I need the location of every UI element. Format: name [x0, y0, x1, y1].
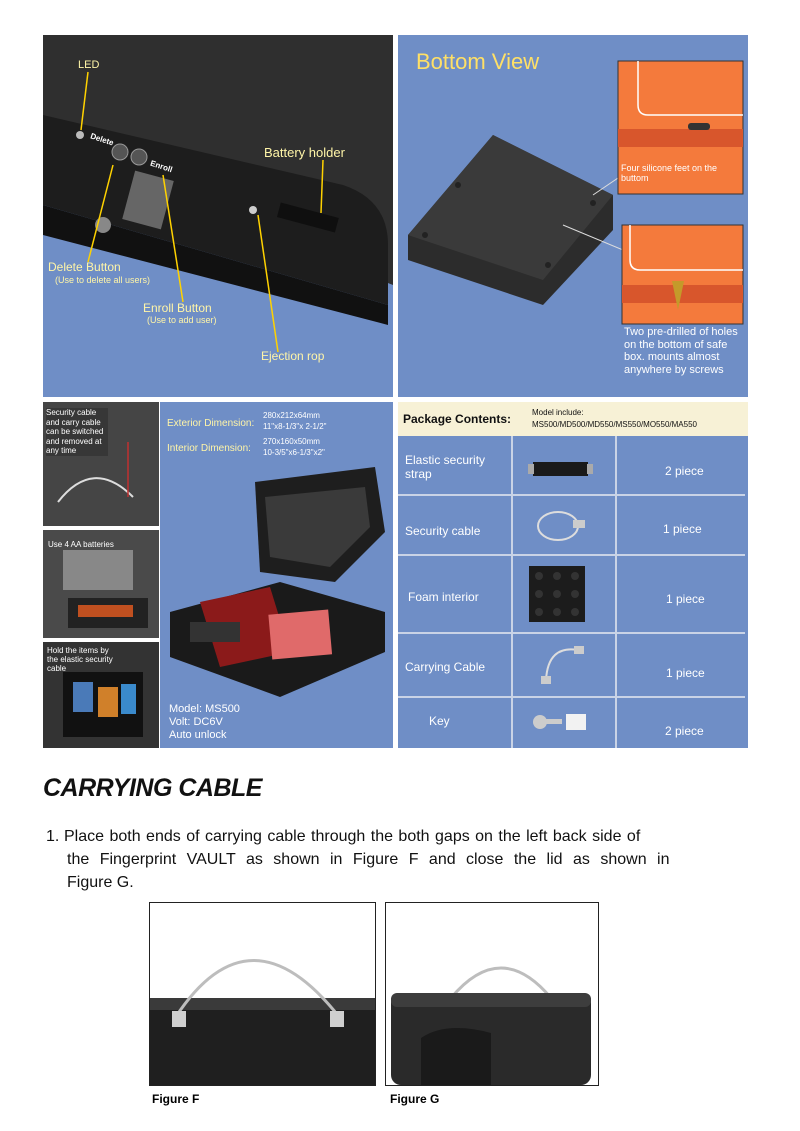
- package-row: Security cable 1 piece: [398, 494, 745, 556]
- package-col-divider-2: [615, 436, 617, 748]
- interior-dimension-label: Interior Dimension:: [167, 443, 251, 454]
- exterior-dimension-value-2: 11"x8-1/3"x 2-1/2": [263, 422, 327, 431]
- figure-g-illustration: [391, 966, 591, 1085]
- item-name: Elastic security strap: [405, 453, 486, 481]
- package-header: Package Contents: Model include: MS500/M…: [398, 402, 748, 436]
- led-label: LED: [78, 59, 100, 71]
- battery-note: Use 4 AA batteries: [48, 540, 114, 549]
- bottom-view-title: Bottom View: [416, 49, 540, 74]
- volt-text: Volt: DC6V: [169, 716, 223, 728]
- delete-button-note: (Use to delete all users): [55, 275, 151, 285]
- enroll-button-label: Enroll Button: [143, 301, 212, 315]
- package-title: Package Contents:: [403, 412, 512, 426]
- strap-icon: [528, 462, 593, 476]
- step-number: 1.: [46, 828, 60, 845]
- step-line-1: Place both ends of carrying cable throug…: [64, 828, 641, 845]
- model-text: Model: MS500: [169, 703, 240, 715]
- item-name: Security cable: [405, 524, 481, 538]
- model-include-label: Model include:: [532, 408, 584, 417]
- bottom-view-panel: Bottom View Four silicone feet on the bu…: [398, 35, 748, 397]
- item-qty: 2 piece: [665, 724, 704, 738]
- enroll-button-note: (Use to add user): [147, 315, 217, 325]
- figure-g-caption: Figure G: [390, 1092, 440, 1106]
- figure-f: [149, 902, 376, 1086]
- figure-g: [385, 902, 599, 1086]
- exterior-dimension-value-1: 280x212x64mm: [263, 411, 320, 420]
- interior-dimension-value-2: 10-3/5"x6-1/3"x2": [263, 448, 325, 457]
- step-line-3: Figure G.: [67, 874, 134, 891]
- step-line-2: the Fingerprint VAULT as shown in Figure…: [67, 851, 670, 868]
- interior-dimension-value-1: 270x160x50mm: [263, 437, 320, 446]
- strap-note: Hold the items by the elastic security c…: [47, 646, 113, 673]
- package-row: Carrying Cable 1 piece: [398, 632, 745, 698]
- cable-icon: [537, 511, 585, 541]
- cable-note: Security cable and carry cable can be sw…: [46, 408, 108, 456]
- figure-f-caption: Figure F: [152, 1092, 200, 1106]
- holes-note: Two pre-drilled of holes on the bottom o…: [624, 326, 738, 376]
- item-name: Key: [429, 714, 450, 728]
- delete-button-label: Delete Button: [48, 260, 121, 274]
- item-name: Carrying Cable: [405, 660, 486, 674]
- unlock-text: Auto unlock: [169, 729, 227, 741]
- strap-illustration: [63, 672, 143, 737]
- item-qty: 2 piece: [665, 464, 704, 478]
- control-panel-photo: LED Delete Enroll Battery holder Delete …: [43, 35, 393, 397]
- key-icon: [533, 714, 586, 730]
- item-qty: 1 piece: [666, 666, 705, 680]
- open-safe-illustration: [170, 467, 385, 697]
- item-name: Foam interior: [408, 590, 479, 604]
- safe-top-illustration: [43, 35, 393, 353]
- safe-bottom-illustration: [408, 60, 744, 325]
- carrying-cable-icon: [541, 646, 584, 684]
- item-qty: 1 piece: [663, 522, 702, 536]
- model-list: MS500/MD500/MD550/MS550/MO550/MA550: [532, 420, 697, 429]
- package-row: Elastic security strap 2 piece: [398, 436, 745, 494]
- strap-photo-panel: Hold the items by the elastic security c…: [43, 642, 159, 748]
- feet-note: Four silicone feet on the buttom: [621, 163, 718, 183]
- package-row: Key 2 piece: [398, 696, 745, 748]
- battery-illustration: [63, 550, 148, 628]
- package-row: Foam interior 1 piece: [398, 554, 745, 634]
- battery-photo-panel: Use 4 AA batteries: [43, 530, 159, 638]
- package-contents-panel: Package Contents: Model include: MS500/M…: [398, 402, 748, 748]
- figure-f-illustration: [150, 959, 375, 1085]
- cable-photo-panel: Security cable and carry cable can be sw…: [43, 402, 159, 526]
- ejection-label: Ejection rop: [261, 349, 325, 363]
- cable-illustration: [43, 402, 159, 526]
- exterior-dimension-label: Exterior Dimension:: [167, 418, 255, 429]
- battery-holder-label: Battery holder: [264, 145, 345, 160]
- package-col-divider-1: [511, 436, 513, 748]
- item-qty: 1 piece: [666, 592, 705, 606]
- product-spec-panel: Exterior Dimension: 280x212x64mm 11"x8-1…: [160, 402, 393, 748]
- section-heading: CARRYING CABLE: [43, 774, 262, 802]
- foam-icon: [529, 566, 585, 622]
